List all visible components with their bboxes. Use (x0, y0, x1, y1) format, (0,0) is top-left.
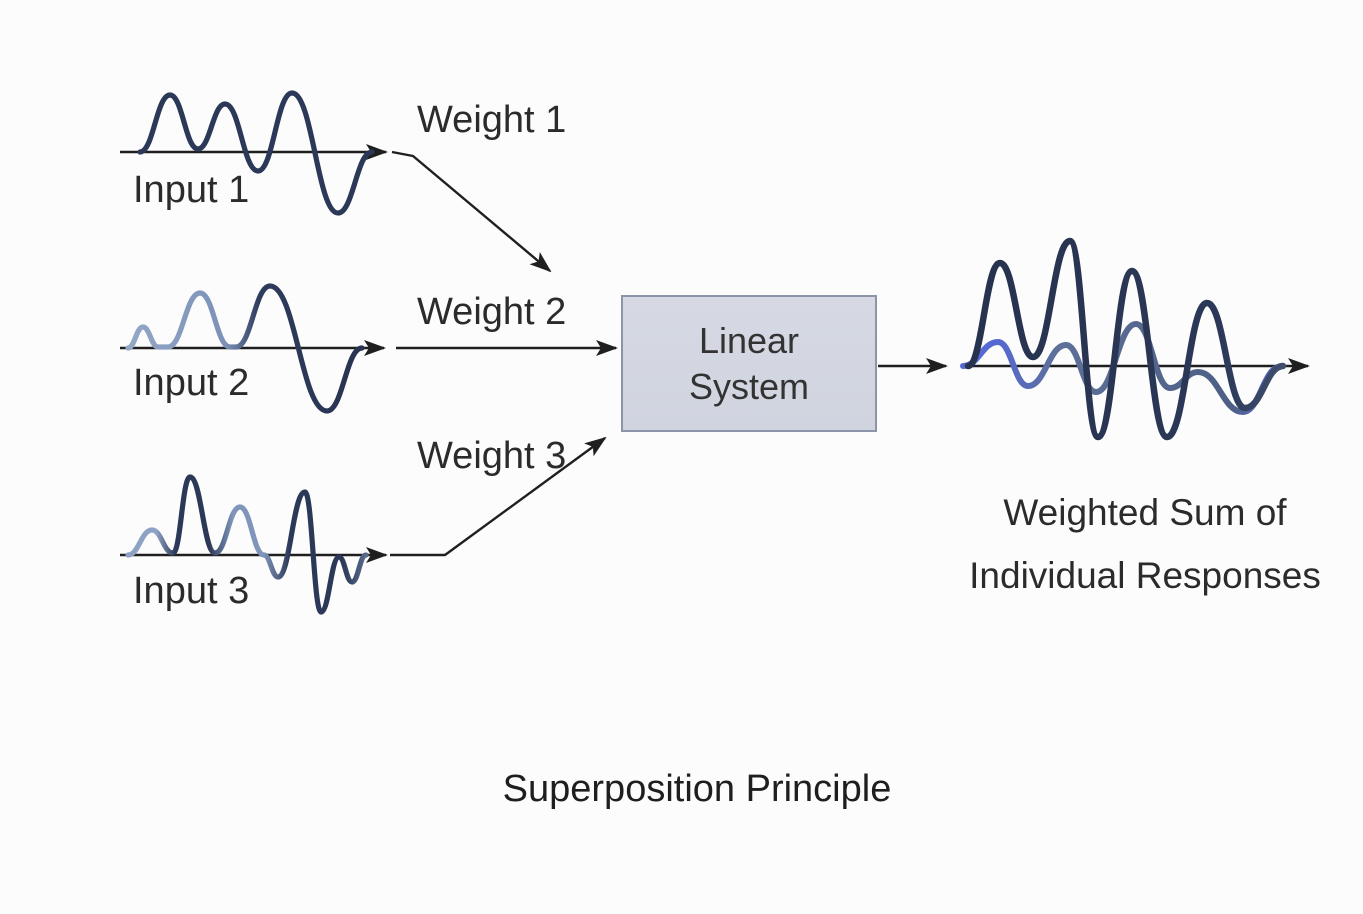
linear-system-label-line1: Linear (698, 319, 800, 361)
weight-1-label: Weight 1 (417, 99, 567, 141)
input-1-waveform (137, 90, 375, 216)
weight-2-label: Weight 2 (417, 291, 567, 333)
diagram-title: Superposition Principle (502, 768, 892, 810)
weight-3-arrow (390, 436, 607, 557)
output-caption-line1: Weighted Sum of (1003, 492, 1287, 533)
linear-system-box: Linear System (621, 295, 877, 432)
linear-system-label-line2: System (688, 365, 810, 407)
input-3-waveform (125, 474, 369, 615)
weight-3-label: Weight 3 (417, 435, 567, 477)
output-dark-waveform (964, 237, 1287, 441)
input-1-label: Input 1 (133, 169, 250, 211)
output-light-waveform (960, 321, 1283, 415)
input-2-waveform (125, 283, 365, 414)
weight-1-arrow (391, 150, 552, 273)
output-caption: Weighted Sum of Individual Responses (935, 481, 1355, 607)
input-2-label: Input 2 (133, 362, 250, 404)
input-3-label: Input 3 (133, 570, 250, 612)
output-caption-line2: Individual Responses (969, 555, 1321, 596)
